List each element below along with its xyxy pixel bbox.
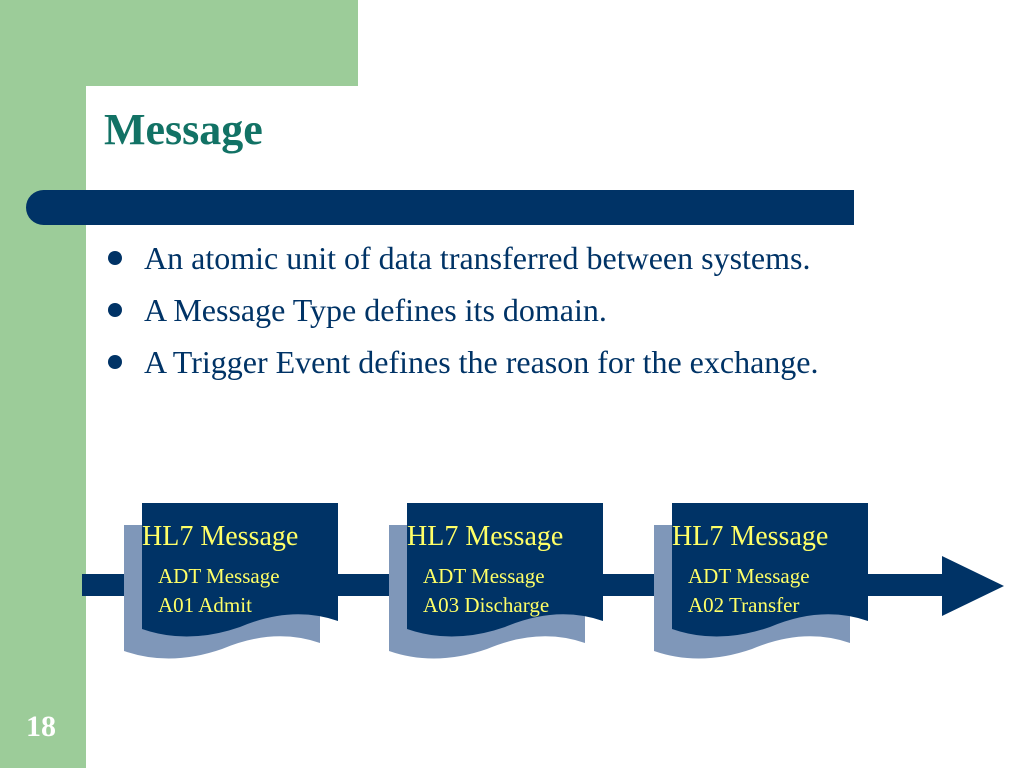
document-message-type: ADT Message [688, 564, 810, 588]
hl7-message-document: HL7 Message ADT Message A02 Transfer [654, 503, 884, 661]
bullet-item: An atomic unit of data transferred betwe… [106, 238, 846, 278]
bullet-item: A Trigger Event defines the reason for t… [106, 342, 846, 382]
title-underline-bar [26, 190, 854, 225]
bullet-dot-icon [108, 251, 122, 265]
bullet-dot-icon [108, 355, 122, 369]
document-trigger-event: A02 Transfer [688, 593, 800, 617]
document-title: HL7 Message [407, 521, 564, 552]
document-title: HL7 Message [672, 521, 829, 552]
frame-side-band [0, 86, 86, 768]
document-shape-icon [389, 503, 603, 659]
bullet-text: An atomic unit of data transferred betwe… [144, 240, 811, 276]
document-trigger-event: A01 Admit [158, 593, 252, 617]
bullet-text: A Trigger Event defines the reason for t… [144, 344, 819, 380]
frame-rounded-corner [86, 86, 358, 166]
bullet-item: A Message Type defines its domain. [106, 290, 846, 330]
bullet-text: A Message Type defines its domain. [144, 292, 607, 328]
hl7-message-document: HL7 Message ADT Message A03 Discharge [389, 503, 619, 661]
slide-title: Message [104, 105, 263, 154]
document-shape-icon [654, 503, 868, 659]
hl7-message-document: HL7 Message ADT Message A01 Admit [124, 503, 354, 661]
document-shape-icon [124, 503, 338, 659]
flow-arrow-icon [942, 556, 1004, 616]
slide-page-number: 18 [26, 710, 56, 743]
document-message-type: ADT Message [423, 564, 545, 588]
document-title: HL7 Message [142, 521, 299, 552]
bullet-list: An atomic unit of data transferred betwe… [106, 238, 846, 394]
frame-top-band [0, 0, 358, 86]
document-trigger-event: A03 Discharge [423, 593, 550, 617]
bullet-dot-icon [108, 303, 122, 317]
document-message-type: ADT Message [158, 564, 280, 588]
